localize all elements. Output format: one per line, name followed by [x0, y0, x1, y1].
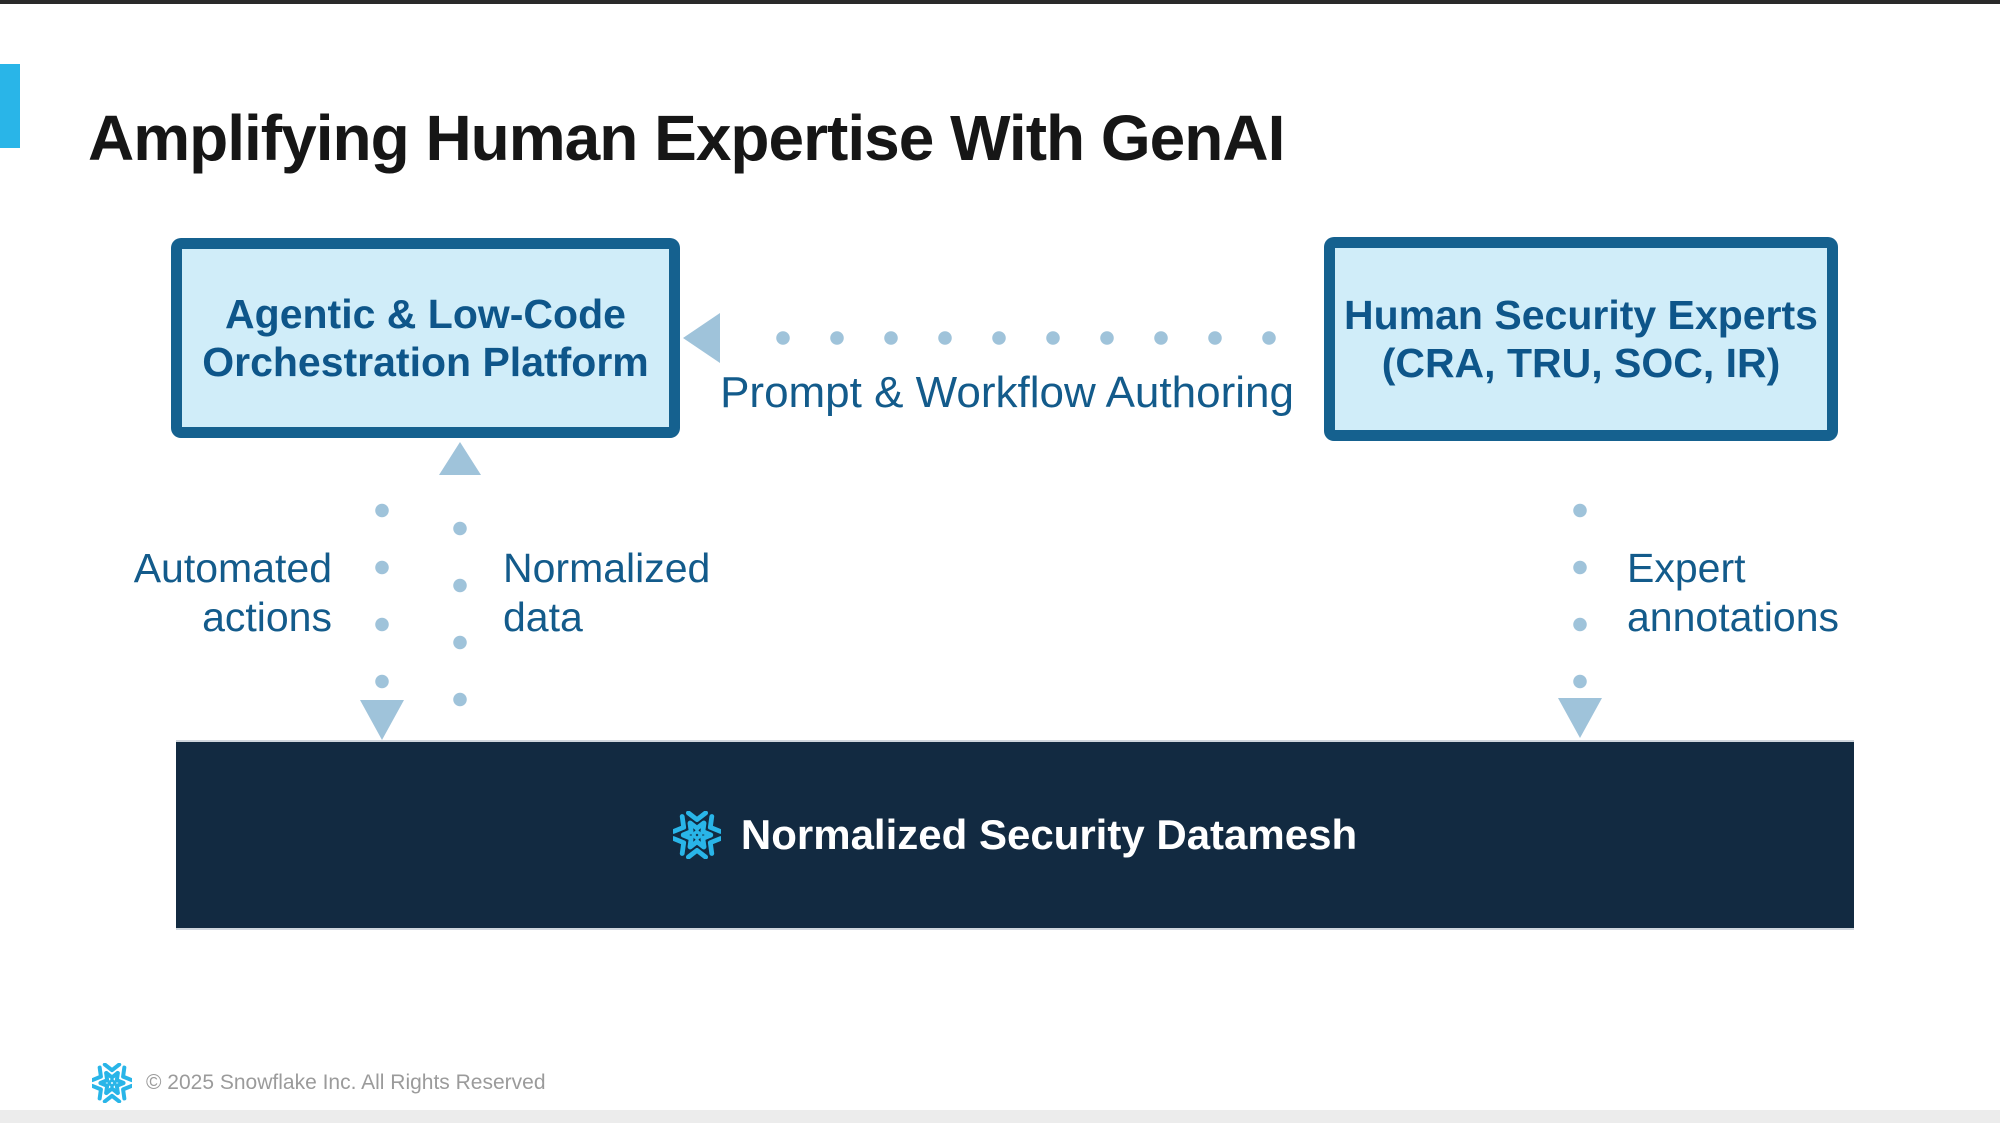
top-edge-strip: [0, 0, 2000, 4]
prompt-workflow-label: Prompt & Workflow Authoring: [720, 368, 1294, 417]
automated-actions-label: Automated actions: [133, 545, 332, 641]
normalized-data-label: Normalized data: [503, 545, 711, 641]
normalized-data-up-arrowhead-icon: [439, 442, 481, 475]
automated-actions-down-arrowhead-icon: [360, 700, 404, 740]
horizontal-dotted-line: [756, 331, 1296, 345]
automated-actions-dotted-line: [375, 482, 389, 697]
page-title: Amplifying Human Expertise With GenAI: [88, 101, 1285, 174]
agentic-platform-box-label: Agentic & Low-Code Orchestration Platfor…: [202, 290, 649, 385]
footer-snowflake-icon: [92, 1063, 132, 1103]
expert-annotations-down-arrowhead-icon: [1558, 698, 1602, 738]
title-accent-bar: [0, 64, 20, 148]
snowflake-icon: [672, 811, 721, 859]
human-experts-box: Human Security Experts (CRA, TRU, SOC, I…: [1324, 237, 1838, 441]
bottom-edge-strip: [0, 1110, 2000, 1123]
normalized-data-dotted-line: [453, 500, 467, 740]
expert-annotations-dotted-line: [1573, 482, 1587, 694]
datamesh-bar: Normalized Security Datamesh: [176, 740, 1854, 930]
datamesh-bar-label: Normalized Security Datamesh: [740, 811, 1358, 858]
agentic-platform-box: Agentic & Low-Code Orchestration Platfor…: [171, 238, 680, 438]
left-arrowhead-icon: [683, 313, 720, 363]
footer: © 2025 Snowflake Inc. All Rights Reserve…: [92, 1063, 546, 1103]
human-experts-box-label: Human Security Experts (CRA, TRU, SOC, I…: [1344, 291, 1818, 386]
copyright-text: © 2025 Snowflake Inc. All Rights Reserve…: [146, 1071, 546, 1094]
expert-annotations-label: Expert annotations: [1627, 545, 1840, 641]
